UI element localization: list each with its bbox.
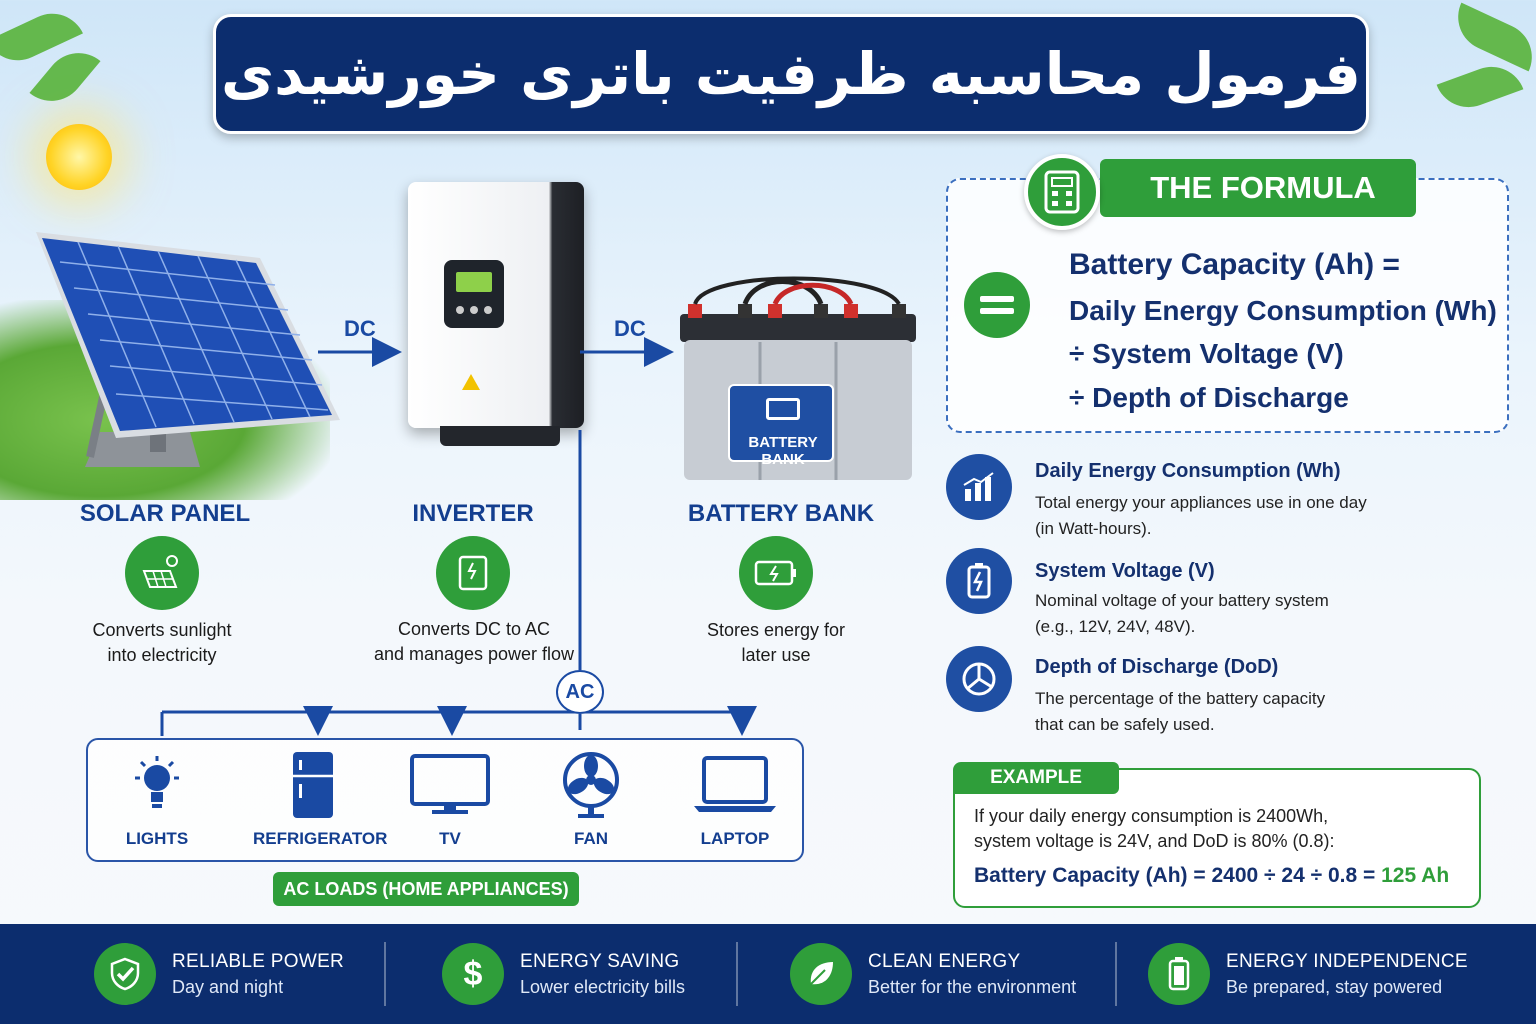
solar-panel-label: SOLAR PANEL <box>79 500 251 527</box>
example-text: If your daily energy consumption is 2400… <box>974 806 1335 851</box>
def-desc-energy: Total energy your appliances use in one … <box>1035 493 1367 538</box>
inverter-label: INVERTER <box>412 500 534 527</box>
refrigerator-icon <box>293 752 333 818</box>
battery-badge-icon <box>766 398 800 420</box>
example-tag: EXAMPLE <box>953 762 1119 794</box>
def-desc-voltage: Nominal voltage of your battery system (… <box>1035 591 1329 636</box>
battery-badge: BATTERY BANK <box>728 384 834 468</box>
dollar-icon: $ <box>442 943 504 1005</box>
load-item-fan: FAN <box>531 752 651 849</box>
inverter-desc: Converts DC to AC and manages power flow <box>373 619 575 664</box>
battery-full-icon <box>1148 943 1210 1005</box>
formula-line-1: Battery Capacity (Ah) = <box>1069 248 1400 281</box>
pie-chart-icon <box>946 646 1012 712</box>
inverter-illustration <box>408 182 584 428</box>
battery-bank-label: BATTERY BANK <box>687 500 875 527</box>
ac-loads-box <box>86 738 804 862</box>
formula-tag: THE FORMULA <box>1100 159 1416 217</box>
formula-line-3: ÷ System Voltage (V) <box>1069 338 1344 369</box>
battery-bank-desc: Stores energy for later use <box>706 620 846 665</box>
def-title-energy: Daily Energy Consumption (Wh) <box>1035 460 1341 482</box>
load-item-tv: TV <box>390 752 510 849</box>
title-bar: فرمول محاسبه ظرفیت باتری خورشیدی <box>213 14 1369 134</box>
def-title-dod: Depth of Discharge (DoD) <box>1035 656 1279 678</box>
laptop-icon <box>694 756 776 812</box>
inverter-lcd <box>456 272 492 292</box>
calculator-icon <box>1024 154 1100 230</box>
leaf-icon <box>790 943 852 1005</box>
example-answer: 125 Ah <box>1381 864 1450 887</box>
def-desc-dod: The percentage of the battery capacity t… <box>1035 689 1326 734</box>
example-result: Battery Capacity (Ah) = 2400 ÷ 24 ÷ 0.8 … <box>974 864 1450 887</box>
formula-line-4: ÷ Depth of Discharge <box>1069 382 1349 413</box>
inverter-button-icon <box>470 306 478 314</box>
solar-panel-illustration <box>36 232 340 467</box>
equals-icon <box>964 272 1030 338</box>
check-shield-icon <box>94 943 156 1005</box>
page-title: فرمول محاسبه ظرفیت باتری خورشیدی <box>220 40 1362 108</box>
footer-divider <box>736 942 738 1006</box>
bar-chart-icon <box>946 454 1012 520</box>
footer-bar <box>0 924 1536 1024</box>
load-item-refrigerator: REFRIGERATOR <box>253 752 387 849</box>
load-item-lights: LIGHTS <box>97 752 217 849</box>
solar-panel-icon <box>125 536 199 610</box>
ac-label: AC <box>556 670 604 714</box>
footer-divider <box>384 942 386 1006</box>
light-bulb-icon <box>135 756 179 808</box>
tv-icon <box>410 754 490 814</box>
inverter-button-icon <box>456 306 464 314</box>
solar-panel-desc: Converts sunlight into electricity <box>92 620 232 665</box>
inverter-connectors <box>440 426 560 446</box>
load-item-laptop: LAPTOP <box>675 752 795 849</box>
warning-icon <box>462 374 480 390</box>
formula-line-2: Daily Energy Consumption (Wh) <box>1069 295 1497 326</box>
footer-divider <box>1115 942 1117 1006</box>
sun-icon <box>46 124 112 190</box>
inverter-icon <box>436 536 510 610</box>
fan-icon <box>563 752 619 818</box>
flow-lines <box>160 337 757 736</box>
inverter-display <box>444 260 504 328</box>
def-title-voltage: System Voltage (V) <box>1035 560 1215 582</box>
battery-badge-label: BATTERY BANK <box>748 434 818 468</box>
battery-charge-icon <box>946 548 1012 614</box>
inverter-button-icon <box>484 306 492 314</box>
battery-icon <box>739 536 813 610</box>
dc-label-right: DC <box>614 316 646 341</box>
dc-label-left: DC <box>344 316 376 341</box>
ac-loads-tag: AC LOADS (HOME APPLIANCES) <box>273 872 579 906</box>
